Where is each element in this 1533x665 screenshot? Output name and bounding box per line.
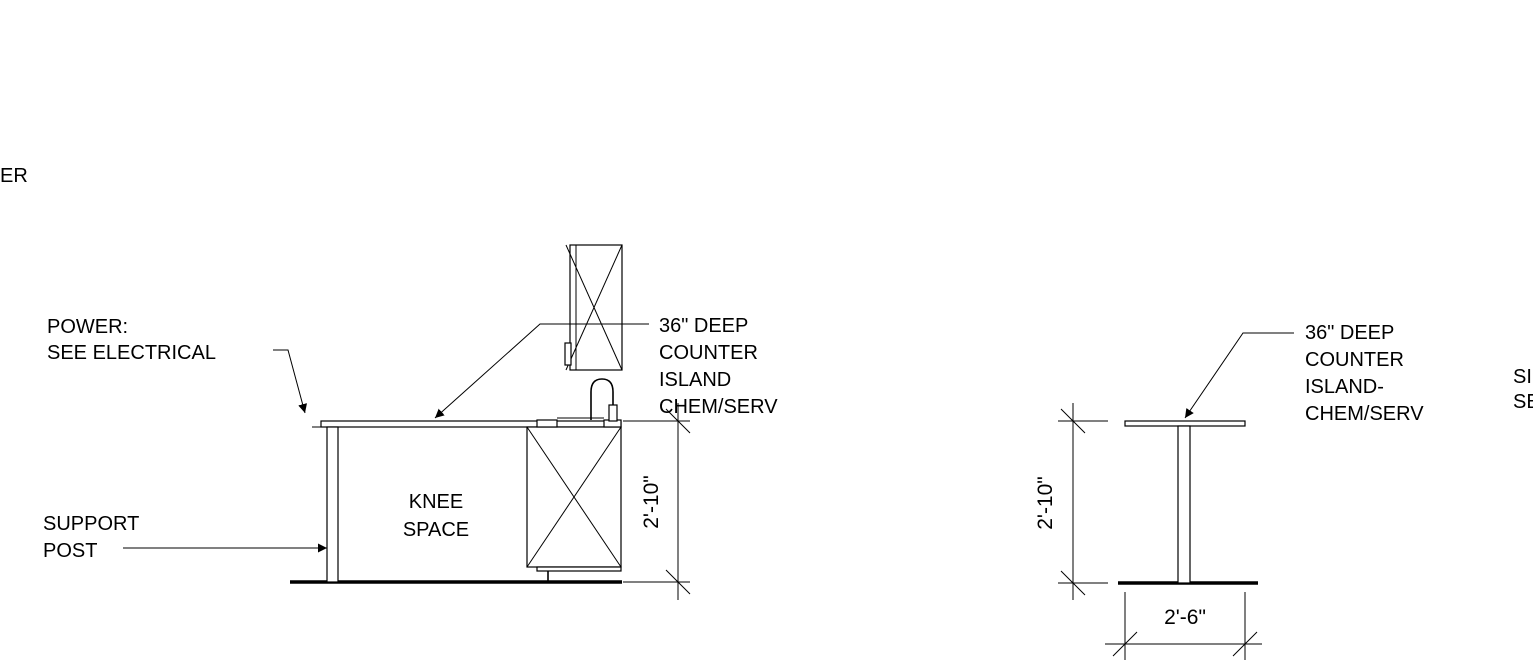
support-post-line2: POST — [43, 540, 97, 562]
counter-note-line4: CHEM/SERV — [659, 396, 778, 418]
section-pedestal — [1177, 425, 1191, 584]
section-width-dimension: 2'-6" — [1105, 592, 1262, 660]
power-leader-arrow — [273, 349, 307, 414]
height-dimension: 2'-10" — [623, 403, 691, 600]
support-post — [326, 426, 339, 583]
counter-note-line1: 36" DEEP — [659, 315, 748, 337]
section-note-line1: 36" DEEP — [1305, 322, 1394, 344]
edge-label-left: ER — [0, 165, 28, 187]
section-countertop — [1124, 420, 1246, 427]
island-section: 36" DEEP COUNTER ISLAND- CHEM/SERV 2'-10… — [1034, 322, 1424, 660]
knee-space-line1: KNEE — [409, 491, 463, 513]
height-dim-label: 2'-10" — [640, 475, 663, 529]
section-note-line2: COUNTER — [1305, 349, 1404, 371]
support-post-line1: SUPPORT — [43, 513, 139, 535]
counter-fixture — [536, 419, 558, 428]
section-height-label: 2'-10" — [1034, 476, 1057, 530]
edge-label-right-2: SE — [1513, 391, 1533, 413]
power-note-line1: POWER: — [47, 316, 128, 338]
counter-note-line3: ISLAND — [659, 369, 731, 391]
power-note-line2: SEE ELECTRICAL — [47, 342, 216, 364]
section-leader-arrow — [1184, 332, 1294, 419]
section-height-dimension: 2'-10" — [1034, 403, 1108, 600]
counter-leader-arrow — [434, 323, 649, 419]
section-note-line4: CHEM/SERV — [1305, 403, 1424, 425]
island-elevation: POWER: SEE ELECTRICAL 36" DEEP COUNTER I… — [43, 244, 778, 600]
section-note-line3: ISLAND- — [1305, 376, 1384, 398]
section-width-label: 2'-6" — [1164, 606, 1206, 629]
faucet-icon — [590, 378, 618, 422]
upper-cabinet — [564, 244, 623, 371]
cabinet-toe-kick — [536, 566, 622, 572]
knee-space-line2: SPACE — [403, 519, 469, 541]
edge-label-right-1: SI — [1513, 366, 1532, 388]
countertop — [320, 420, 622, 428]
counter-note-line2: COUNTER — [659, 342, 758, 364]
